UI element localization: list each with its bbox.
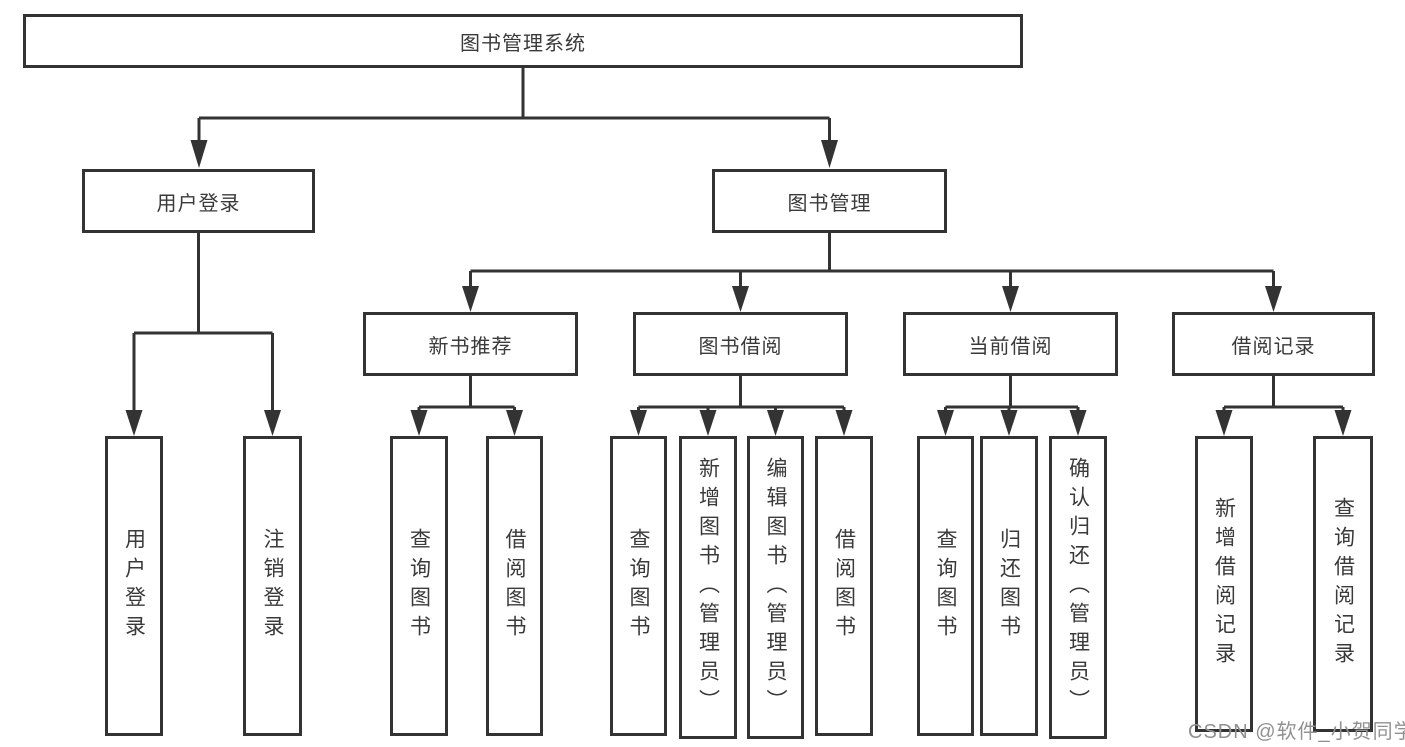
leaf-borrow-borrow-books: 借阅图书 xyxy=(815,436,873,736)
connector-new-book-recommend-children xyxy=(410,376,523,436)
leaf-edit-books-admin: 编辑图书（管理员） xyxy=(747,436,804,739)
node-new-book-recommend: 新书推荐 xyxy=(363,312,578,376)
node-label: 新书推荐 xyxy=(428,335,513,358)
node-current-borrow: 当前借阅 xyxy=(903,312,1118,376)
node-label: 图书借阅 xyxy=(698,335,783,358)
leaf-label: 查询借阅记录 xyxy=(1331,497,1355,671)
node-label: 当前借阅 xyxy=(968,335,1053,358)
leaf-label: 借阅图书 xyxy=(832,528,856,644)
leaf-current-query-books: 查询图书 xyxy=(917,436,974,736)
node-book-borrow: 图书借阅 xyxy=(633,312,848,376)
node-borrow-records: 借阅记录 xyxy=(1172,312,1375,376)
leaf-add-books-admin: 新增图书（管理员） xyxy=(679,436,737,739)
leaf-label: 查询图书 xyxy=(407,528,431,644)
leaf-label: 注销登录 xyxy=(261,528,284,644)
leaf-user-login: 用户登录 xyxy=(105,436,163,736)
node-label: 借阅记录 xyxy=(1231,335,1316,358)
node-label: 用户登录 xyxy=(156,192,241,215)
leaf-recommend-query-books: 查询图书 xyxy=(390,436,448,736)
leaf-recommend-borrow-books: 借阅图书 xyxy=(486,436,543,736)
leaf-add-borrow-record: 新增借阅记录 xyxy=(1195,436,1253,732)
watermark: CSDN @软件_小贺同学 xyxy=(1188,721,1405,743)
connector-borrow-records-children xyxy=(1215,376,1352,436)
leaf-label: 用户登录 xyxy=(122,528,146,644)
leaf-label: 新增图书（管理员） xyxy=(696,457,720,718)
connector-current-borrow-children xyxy=(937,376,1087,436)
node-user-login: 用户登录 xyxy=(82,169,315,233)
leaf-label: 编辑图书（管理员） xyxy=(764,457,787,718)
connector-user-login-children xyxy=(125,233,281,436)
leaf-label: 查询图书 xyxy=(627,528,650,644)
leaf-query-borrow-record: 查询借阅记录 xyxy=(1313,436,1373,732)
leaf-logout: 注销登录 xyxy=(243,436,302,736)
leaf-label: 确认归还（管理员） xyxy=(1066,457,1090,718)
leaf-return-books: 归还图书 xyxy=(980,436,1038,736)
node-label: 图书管理 xyxy=(787,192,872,215)
node-library-system: 图书管理系统 xyxy=(23,14,1023,68)
connector-root-to-level2 xyxy=(190,68,838,168)
leaf-label: 查询图书 xyxy=(934,528,957,644)
node-book-management: 图书管理 xyxy=(712,169,947,233)
leaf-label: 借阅图书 xyxy=(503,528,526,644)
node-label: 图书管理系统 xyxy=(460,32,586,55)
connector-book-borrow-children xyxy=(630,376,853,436)
leaf-label: 归还图书 xyxy=(997,528,1021,644)
leaf-borrow-query-books: 查询图书 xyxy=(610,436,667,736)
leaf-confirm-return-admin: 确认归还（管理员） xyxy=(1049,436,1107,739)
leaf-label: 新增借阅记录 xyxy=(1212,497,1236,671)
connector-book-management-children xyxy=(462,233,1282,312)
